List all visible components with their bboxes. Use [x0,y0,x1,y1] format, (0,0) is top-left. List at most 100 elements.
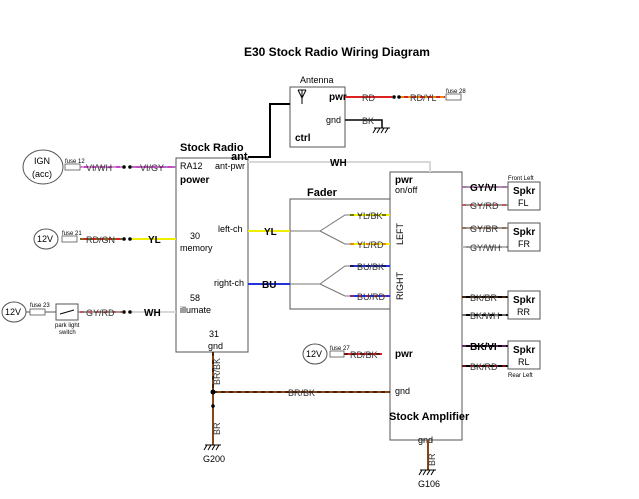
ground-icon-antenna [372,127,390,134]
wire-label-rd: RD [362,93,375,103]
speaker-fl-note: Front Left [508,176,534,182]
wire-label-yl-memory: YL [148,235,161,246]
amp-gnd-bottom: gnd [418,435,433,445]
speaker-rl: Spkr RL Rear Left [507,340,541,379]
antenna-gnd-pin: gnd [326,115,341,125]
wh-remote-wire [248,161,431,172]
stock-amplifier-box [389,171,463,441]
amp-right-label: RIGHT [395,272,405,301]
fuse12-label: fuse 12 [65,159,85,165]
speaker-wires [462,186,508,367]
wire-label-bu-right: BU [262,280,276,291]
antenna-gnd-wire [345,119,383,128]
fuse21-icon [61,235,78,243]
fuse28-icon [445,93,462,101]
ground-icon-g200 [203,444,221,451]
antenna-icon [297,89,307,104]
wire-label-gy-rd-fl: GY/RD [470,201,499,211]
radio-illumate-label: illumate [180,305,211,315]
wire-label-br-g106: BR [427,453,437,466]
radio-left-ch-label: left-ch [218,224,243,234]
connector-markers [122,95,401,408]
v12a-label: 12V [37,234,53,244]
speaker-rl-title: Spkr [513,345,535,356]
fuse23-label: fuse 23 [30,303,50,309]
amp-title: Stock Amplifier [389,411,470,423]
stock-radio-title: Stock Radio [180,142,244,154]
antenna-title: Antenna [300,75,334,85]
v12a-source: 12V fuse 21 [33,228,82,250]
ign-label: IGN [34,156,50,166]
radio-power-label: power [180,175,210,186]
radio-right-ch-label: right-ch [214,278,244,288]
speaker-rr-title: Spkr [513,295,535,306]
wire-label-yl-left: YL [264,227,277,238]
speaker-fl-pos: FL [518,198,529,208]
antenna-block: Antenna pwr gnd ctrl [289,75,347,148]
fuse12-icon [64,163,81,171]
fuse28-label: fuse 28 [446,89,466,95]
ground-g200-label: G200 [203,454,225,464]
wire-label-br-bk-vert: BR/BK [212,358,222,385]
wire-label-bk-vi: BK/VI [470,342,497,353]
radio-pin58: 58 [190,293,200,303]
wire-label-yl-bk: YL/BK [357,211,383,221]
amp-left-label: LEFT [395,222,405,245]
radio-ant-pin: ant [231,151,248,163]
wire-label-wh-remote: WH [330,158,347,169]
radio-pin30: 30 [190,231,200,241]
wire-label-gy-rd: GY/RD [86,308,115,318]
amp-onoff-label: on/off [395,185,418,195]
stock-radio-box [175,157,249,353]
fader-title: Fader [307,187,338,199]
wire-label-gy-br: GY/BR [470,224,499,234]
wire-label-rd-gn: RD/GN [86,235,115,245]
antenna-fuse: fuse 28 [445,89,466,101]
wire-label-bk-br: BK/BR [470,293,498,303]
ground-g106-label: G106 [418,479,440,489]
wire-label-bu-rd: BU/RD [357,292,386,302]
speaker-rr-pos: RR [517,307,530,317]
amp-pwr-pin: pwr [395,349,413,360]
radio-ra12-label: RA12 [180,161,203,171]
ign-source: IGN (acc) fuse 12 [22,149,85,185]
radio-gnd-label: gnd [208,341,223,351]
fuse21-label: fuse 21 [62,231,82,237]
v12c-source: 12V fuse 27 [302,343,350,365]
antenna-box [289,86,346,148]
v12b-label: 12V [5,307,21,317]
antenna-pwr-pin: pwr [329,92,347,103]
wire-label-gy-vi: GY/VI [470,183,497,194]
wire-label-rd-yl: RD/YL [410,93,437,103]
speaker-fr-pos: FR [518,239,530,249]
wire-label-gy-wh: GY/WH [470,243,501,253]
v12c-label: 12V [306,349,322,359]
ign-acc-label: (acc) [32,169,52,179]
fuse23-icon [29,308,46,316]
fuse27-label: fuse 27 [330,346,350,352]
wire-label-br-bk-gnd: BR/BK [288,388,315,398]
antenna-ctrl-wire [248,103,290,158]
stock-radio-block: Stock Radio ant ant-pwr RA12 power left-… [175,142,249,353]
ground-icon-g106 [418,469,436,476]
wire-label-bk-rd: BK/RD [470,362,498,372]
wire-label-vi-wh: VI/WH [86,163,112,173]
wire-label-wh-illumate: WH [144,308,161,319]
antenna-ctrl-pin: ctrl [295,133,311,144]
diagram-title: E30 Stock Radio Wiring Diagram [244,45,430,59]
speaker-rl-note: Rear Left [508,373,533,379]
amp-pwr-top: pwr [395,175,413,186]
radio-memory-label: memory [180,243,213,253]
stock-amplifier-block: pwr on/off LEFT RIGHT pwr gnd Stock Ampl… [389,171,470,445]
wire-label-bk-wh: BK/WH [470,311,500,321]
wire-label-vi-gy: VI/GY [140,163,164,173]
speaker-fr-title: Spkr [513,227,535,238]
wire-label-rd-bk: RD/BK [350,350,378,360]
radio-ant-pwr-label: ant-pwr [215,161,245,171]
fader-output-wires [350,214,390,297]
speaker-fl: Front Left Spkr FL [507,176,541,211]
speaker-rl-pos: RL [518,357,530,367]
wire-label-bk: BK [362,116,374,126]
